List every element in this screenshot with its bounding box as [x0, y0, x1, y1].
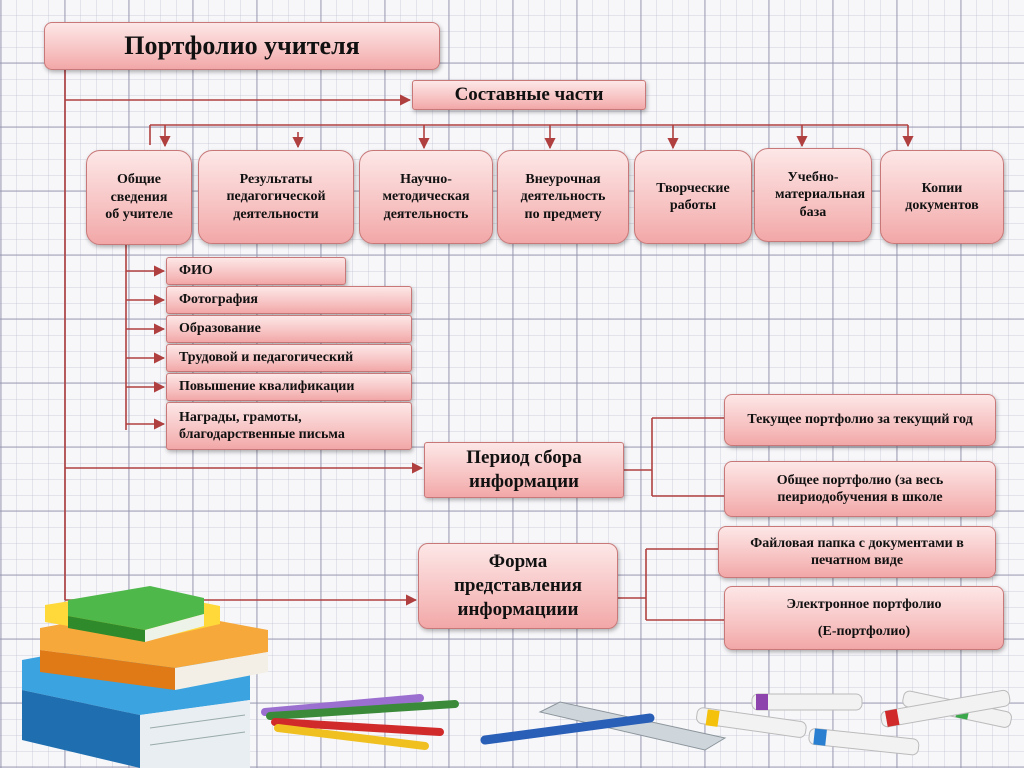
form-option-label: Файловая папка с документами в печатном … [750, 535, 964, 569]
component-label: Творческие работы [656, 180, 730, 214]
info-item-awards: Награды, грамоты, благодарственные письм… [166, 402, 412, 450]
info-item-label: Трудовой и педагогический [179, 350, 354, 366]
info-item-label: Фотография [179, 292, 259, 308]
component-label: Внеурочная деятельность по предмету [520, 171, 606, 222]
component-label: Результаты педагогической деятельности [226, 171, 326, 222]
component-creative-works: Творческие работы [634, 150, 752, 244]
info-item-fio: ФИО [166, 257, 346, 285]
form-option-paper-folder: Файловая папка с документами в печатном … [718, 526, 996, 578]
component-label: Учебно-материальная база [775, 169, 866, 220]
component-label: Научно-методическая деятельность [382, 171, 470, 222]
info-item-qualification: Повышение квалификации [166, 373, 412, 401]
period-option-label: Общее портфолио (за весь пеириодобучения… [776, 472, 944, 506]
page-title-text: Портфолио учителя [124, 30, 360, 60]
period-option-current: Текущее портфолио за текущий год [724, 394, 996, 446]
component-label: Копии документов [905, 180, 979, 214]
form-option-label: Электронное портфолио [786, 597, 942, 612]
page-title: Портфолио учителя [44, 22, 440, 70]
component-pedagogical-results: Результаты педагогической деятельности [198, 150, 354, 244]
form-option-electronic: Электронное портфолио (Е-портфолио) [724, 586, 1004, 650]
form-box: Форма представления информациии [418, 543, 618, 629]
form-label: Форма представления информациии [453, 551, 583, 620]
component-general-info: Общие сведения об учителе [86, 150, 192, 245]
period-option-overall: Общее портфолио (за весь пеириодобучения… [724, 461, 996, 517]
info-item-label: Образование [179, 321, 261, 337]
period-box: Период сбора информации [424, 442, 624, 498]
info-item-label: Награды, грамоты, благодарственные письм… [179, 409, 345, 443]
component-label: Общие сведения об учителе [105, 172, 173, 223]
info-item-education: Образование [166, 315, 412, 343]
period-option-label: Текущее портфолио за текущий год [747, 412, 973, 428]
component-document-copies: Копии документов [880, 150, 1004, 244]
period-label: Период сбора информации [466, 447, 582, 492]
components-header-text: Составные части [454, 84, 604, 106]
info-item-photo: Фотография [166, 286, 412, 314]
info-item-work-experience: Трудовой и педагогический [166, 344, 412, 372]
component-extracurricular: Внеурочная деятельность по предмету [497, 150, 629, 244]
info-item-label: Повышение квалификации [179, 379, 355, 395]
component-methodical-work: Научно-методическая деятельность [359, 150, 493, 244]
components-header: Составные части [412, 80, 646, 110]
info-item-label: ФИО [179, 263, 213, 279]
component-material-base: Учебно-материальная база [754, 148, 872, 242]
form-option-sublabel: (Е-портфолио) [817, 623, 911, 639]
